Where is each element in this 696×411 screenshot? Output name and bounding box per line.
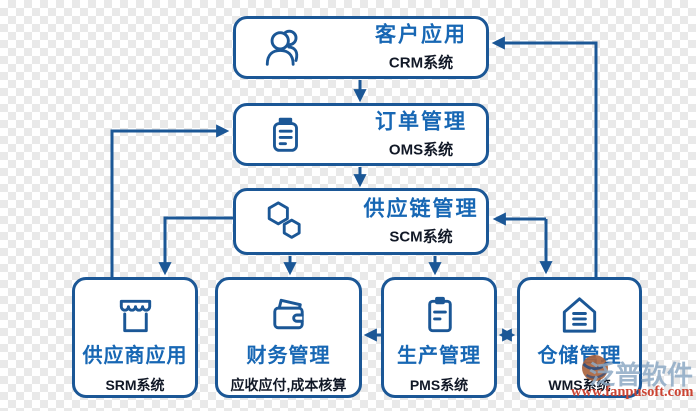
chain-hexagons-icon [262, 199, 308, 245]
storefront-icon [112, 291, 159, 338]
node-crm: 客户应用 CRM系统 [233, 16, 489, 79]
wallet-icon [265, 291, 312, 338]
node-scm: 供应链管理 SCM系统 [233, 188, 489, 255]
node-pms: 生产管理 PMS系统 [381, 277, 497, 398]
edge-srm-to-oms [110, 124, 230, 277]
node-finance: 财务管理 应收应付,成本核算 [215, 277, 362, 398]
node-subtitle: OMS系统 [388, 141, 454, 159]
node-title: 供应链管理 [363, 196, 479, 220]
edge-scm-to-srm [158, 216, 233, 276]
node-subtitle: CRM系统 [388, 54, 454, 72]
node-oms: 订单管理 OMS系统 [233, 103, 489, 166]
clipboard-icon [416, 291, 463, 338]
node-title: 财务管理 [246, 345, 331, 367]
globe-icon [582, 355, 609, 381]
node-subtitle: 应收应付,成本核算 [230, 377, 347, 393]
node-subtitle: SCM系统 [389, 228, 453, 246]
users-icon [262, 25, 308, 71]
edge-wms-to-crm [491, 36, 598, 277]
order-document-icon [262, 112, 308, 158]
warehouse-icon [556, 291, 603, 338]
node-wms: 仓储管理 WMS系统 [517, 277, 642, 398]
watermark-url: www.fanpusoft.com [571, 384, 694, 400]
node-srm: 供应商应用 SRM系统 [72, 277, 198, 398]
node-subtitle: PMS系统 [409, 377, 469, 393]
node-title: 生产管理 [397, 345, 481, 367]
node-subtitle: SRM系统 [105, 377, 165, 393]
node-title: 客户应用 [375, 22, 467, 46]
watermark-brand: 泛普软件 [589, 360, 694, 390]
node-title: 订单管理 [375, 109, 467, 133]
node-title: 供应商应用 [82, 345, 188, 367]
node-subtitle: WMS系统 [548, 377, 611, 393]
